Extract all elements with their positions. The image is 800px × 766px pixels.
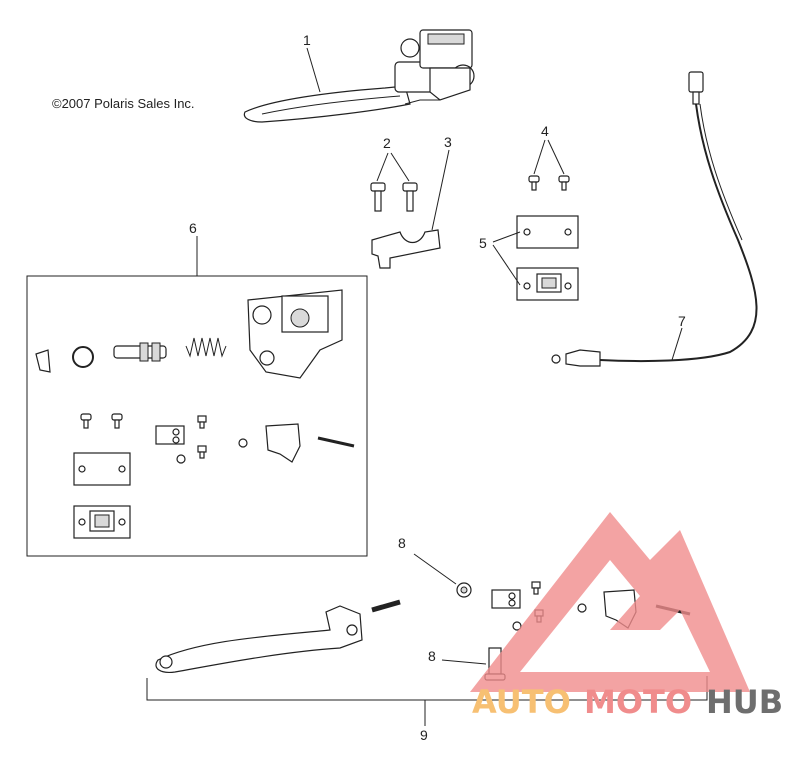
leader-4a	[533, 139, 546, 175]
watermark-hub: HUB	[706, 683, 783, 721]
part-2-screws	[370, 182, 418, 212]
watermark-auto: AUTO	[472, 683, 571, 721]
copyright-text: ©2007 Polaris Sales Inc.	[52, 96, 195, 111]
leader-8a	[413, 553, 457, 585]
leader-7	[671, 327, 683, 361]
leader-1	[306, 47, 321, 93]
callout-5: 5	[479, 235, 487, 251]
leader-2b	[390, 152, 410, 182]
part-9-lever-assembly	[155, 581, 691, 673]
callout-4: 4	[541, 123, 549, 139]
leader-3	[431, 149, 450, 231]
part-6-kit-frame	[26, 275, 368, 557]
callout-8a: 8	[398, 535, 406, 551]
callout-9: 9	[420, 727, 428, 743]
watermark-moto: MOTO	[584, 683, 692, 721]
callout-6: 6	[189, 220, 197, 236]
part-5-cover-diaphragm	[516, 215, 579, 301]
leader-5b	[492, 244, 521, 286]
leader-4b	[547, 139, 565, 175]
leader-2a	[376, 152, 389, 182]
part-3-clamp	[371, 229, 441, 269]
leader-8b	[441, 659, 487, 665]
part-1-master-cylinder-assembly	[243, 29, 475, 123]
callout-8b: 8	[428, 648, 436, 664]
part-8-bushing	[456, 582, 472, 598]
callout-1: 1	[303, 32, 311, 48]
callout-3: 3	[444, 134, 452, 150]
part-6-kit-contents	[35, 289, 355, 539]
callout-7: 7	[678, 313, 686, 329]
part-4-screws	[528, 175, 570, 191]
part-7-switch-cable	[551, 71, 758, 367]
leader-5a	[492, 231, 521, 243]
watermark-logo	[470, 512, 750, 692]
callout-2: 2	[383, 135, 391, 151]
